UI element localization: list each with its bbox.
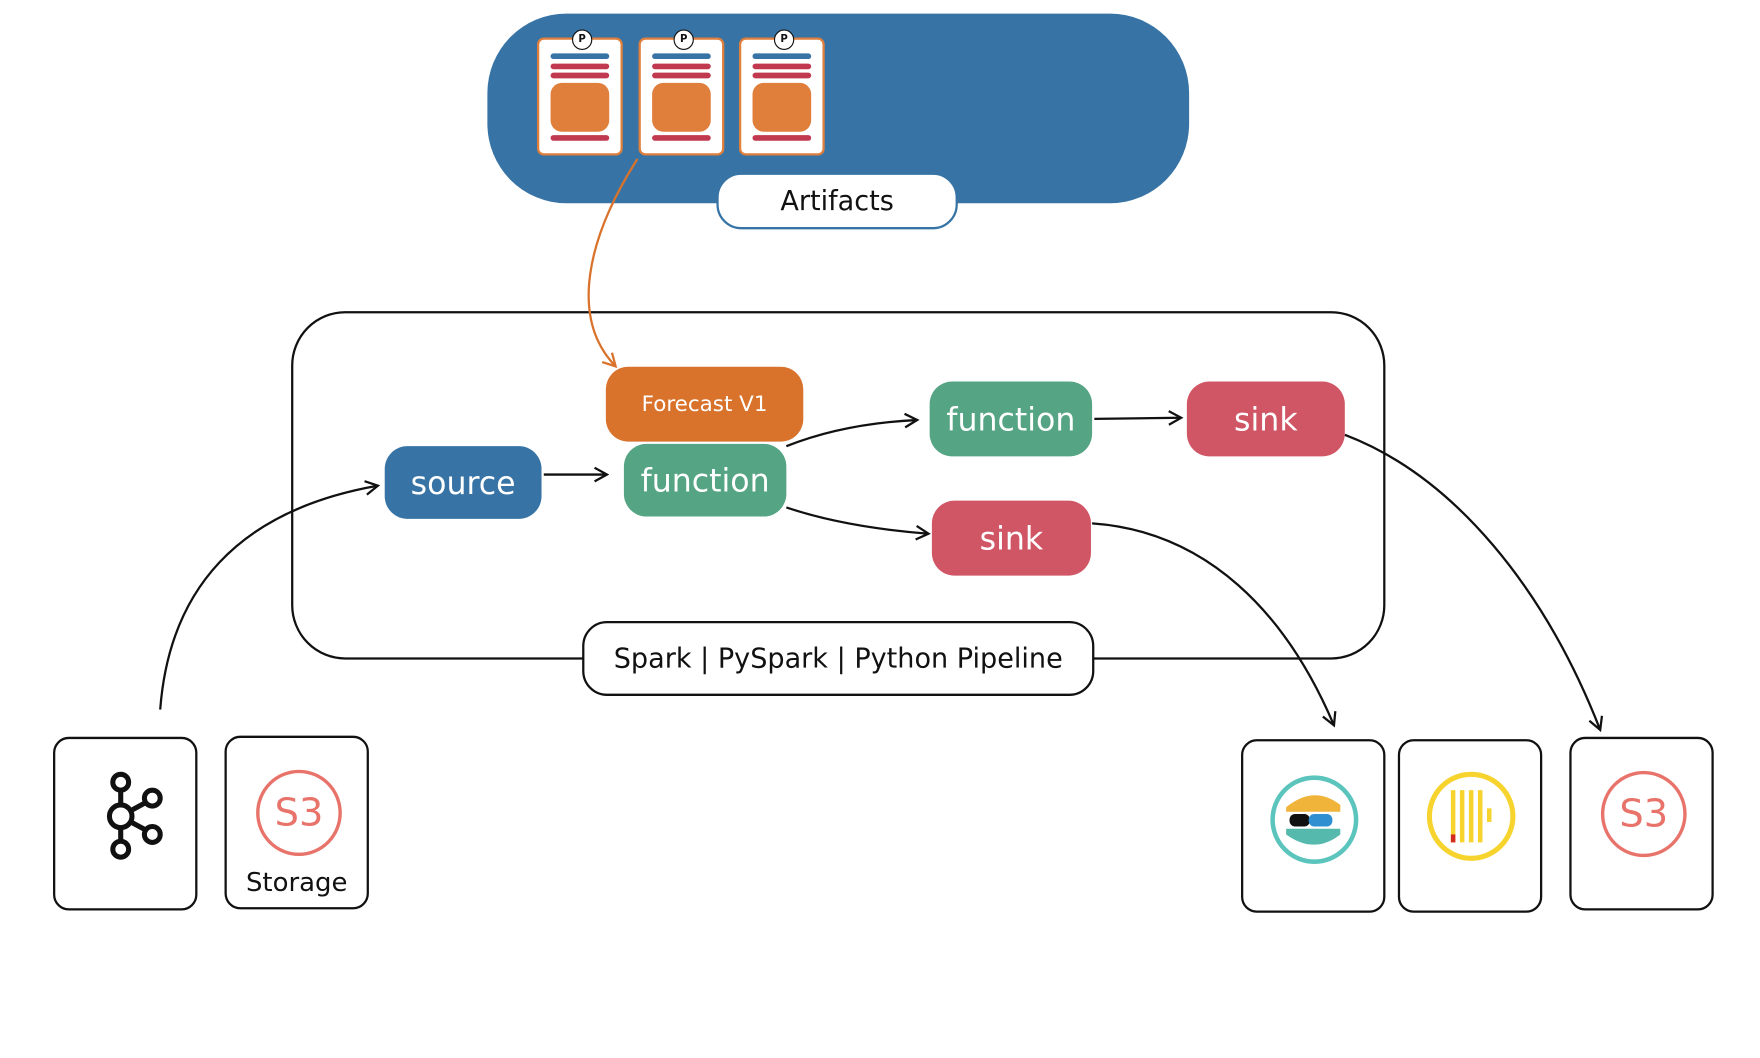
s3-icon: S3	[1600, 770, 1687, 858]
function-to-top-sink-arrow	[1094, 418, 1180, 419]
artifact-badge-icon: P	[571, 29, 593, 50]
function-node[interactable]: function	[929, 381, 1093, 457]
artifacts-label: Artifacts	[716, 172, 958, 230]
s3-sink-box[interactable]: S3	[1569, 736, 1714, 911]
function-to-sink-arrow	[785, 506, 927, 533]
s3-storage-box[interactable]: S3 Storage	[224, 735, 369, 910]
sink-to-elasticsearch-arrow	[1092, 522, 1333, 724]
source-node[interactable]: source	[384, 446, 542, 519]
artifact-card[interactable]: P	[638, 29, 725, 156]
clickhouse-sink-box[interactable]	[1397, 739, 1543, 913]
kafka-source-box[interactable]	[53, 736, 198, 911]
elasticsearch-icon	[1270, 775, 1359, 864]
pipeline-label: Spark | PySpark | Python Pipeline	[582, 621, 1095, 696]
artifact-card[interactable]: P	[537, 29, 623, 156]
kafka-to-source-arrow	[159, 486, 377, 710]
artifact-to-model-arrow	[587, 158, 639, 366]
kafka-icon	[106, 771, 163, 860]
connector-arrows	[159, 158, 1760, 932]
sink-node[interactable]: sink	[931, 500, 1091, 576]
artifact-badge-icon: P	[773, 29, 795, 50]
artifact-badge-icon: P	[673, 29, 694, 50]
storage-caption: Storage	[245, 868, 348, 899]
clickhouse-icon	[1426, 771, 1516, 861]
forecast-model-node[interactable]: Forecast V1	[605, 366, 804, 442]
sink-to-s3-arrow	[1344, 433, 1600, 729]
sink-node[interactable]: sink	[1186, 381, 1345, 457]
elasticsearch-sink-box[interactable]	[1241, 739, 1386, 913]
artifact-card[interactable]: P	[738, 29, 825, 156]
function-node[interactable]: function	[623, 443, 787, 517]
function-to-function-arrow	[785, 420, 916, 448]
s3-icon: S3	[256, 769, 342, 857]
